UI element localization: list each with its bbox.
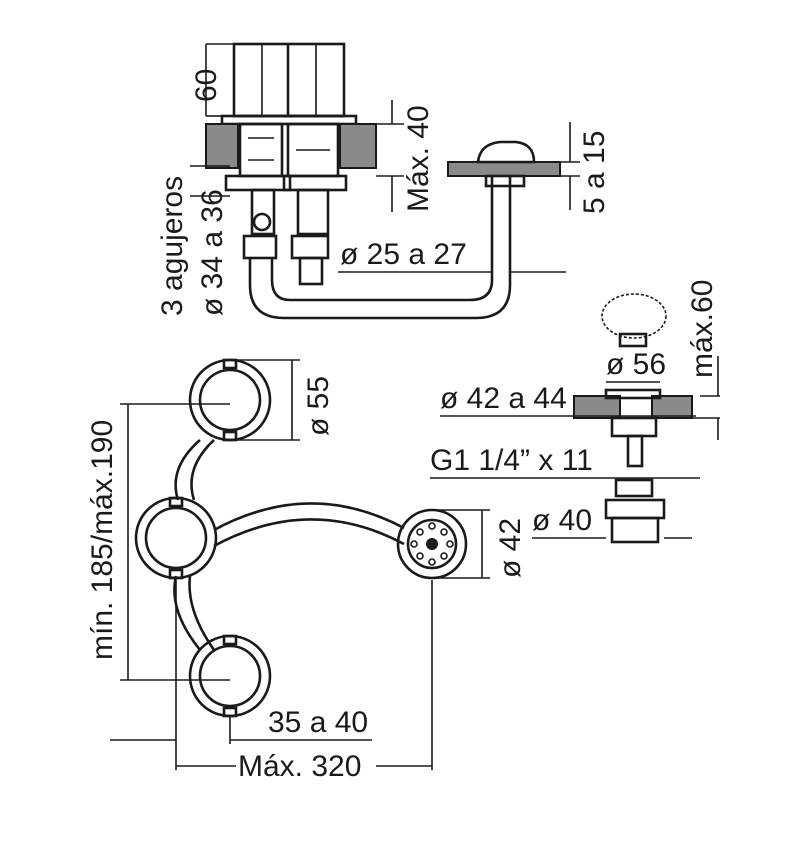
dim-thread: G1 1/4” x 11 xyxy=(430,444,593,477)
dim-max-320: Máx. 320 xyxy=(238,750,361,783)
dim-diameter-42-44: ø 42 a 44 xyxy=(440,382,567,415)
plan-view-dimensions: ø 55 ø 42 mín. 185/máx.190 35 a 40 Máx. … xyxy=(86,359,527,783)
spray-head xyxy=(476,140,536,164)
dim-pipe-diameter: ø 25 a 27 xyxy=(340,238,467,271)
dim-max-60: máx.60 xyxy=(686,280,719,378)
dim-diameter-56: ø 56 xyxy=(606,348,666,381)
drain-detail xyxy=(573,293,693,544)
connecting-hose-outer xyxy=(248,176,512,320)
valve-body-left xyxy=(238,122,284,178)
tee-connector xyxy=(252,212,272,232)
drain-dimensions: máx.60 ø 56 ø 42 a 44 G1 1/4” x 11 ø 40 xyxy=(430,280,720,539)
dim-diameter-42: ø 42 xyxy=(494,518,527,578)
dim-range-5-15: 5 a 15 xyxy=(578,131,611,214)
waste-nut xyxy=(604,498,666,520)
countertop-left xyxy=(205,123,239,169)
side-view-dimensions: 60 Máx. 40 5 a 15 3 agujeros ø 34 a 36 ø… xyxy=(156,43,611,316)
nut-right xyxy=(282,174,348,192)
stopper-chain xyxy=(601,293,667,339)
dim-hole-diameter: ø 34 a 36 xyxy=(196,189,229,316)
dim-max-40: Máx. 40 xyxy=(402,105,435,212)
spout-ring xyxy=(134,496,218,580)
bidet-deck xyxy=(447,161,561,177)
drain-nut xyxy=(610,416,658,438)
drain-flange xyxy=(604,388,662,400)
drain-tail xyxy=(626,434,644,468)
plan-view xyxy=(134,358,468,718)
dim-range-35-40: 35 a 40 xyxy=(268,706,368,739)
handle-ring-top xyxy=(188,358,272,442)
dim-diameter-40: ø 40 xyxy=(532,504,592,537)
countertop-right xyxy=(339,123,377,169)
side-view-valve-assembly xyxy=(205,42,561,320)
dim-min-max-190: mín. 185/máx.190 xyxy=(86,420,119,660)
connecting-hose-inner xyxy=(270,176,494,302)
dim-height-60: 60 xyxy=(190,69,223,102)
hose-to-spray xyxy=(213,502,405,532)
dim-diameter-55: ø 55 xyxy=(302,376,335,436)
dim-holes-count: 3 agujeros xyxy=(156,176,189,316)
handle-ring-bottom xyxy=(188,634,272,718)
nut-left xyxy=(224,174,292,192)
